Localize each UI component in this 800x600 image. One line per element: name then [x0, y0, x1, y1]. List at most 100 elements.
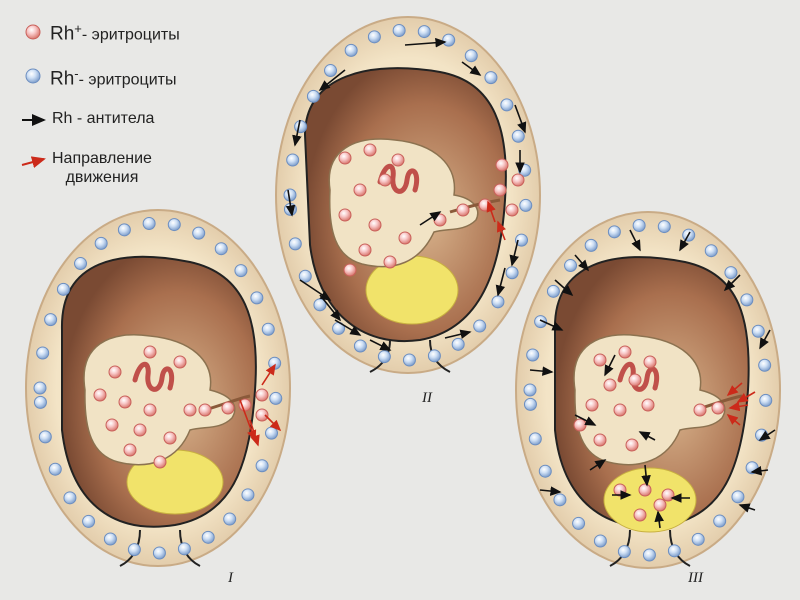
antibody-arrow [539, 486, 562, 496]
rh-positive-cell [593, 353, 607, 367]
rh-positive-cell [143, 403, 157, 417]
stage-label-3: III [688, 570, 703, 586]
rh-negative-cell [223, 512, 237, 526]
legend-direction: Направление движения [52, 149, 152, 187]
rh-negative-cell [201, 530, 215, 544]
rh-negative-cell [117, 223, 131, 237]
rh-negative-cell [534, 315, 548, 329]
antibody-arrow [444, 329, 472, 339]
rh-negative-cell [417, 25, 431, 39]
antibody-arrow [574, 254, 590, 272]
rh-positive-cell [93, 388, 107, 402]
rh-negative-cell [740, 293, 754, 307]
rh-negative-cell [519, 198, 533, 212]
rh-positive-cell [628, 373, 642, 387]
antibody-arrow [750, 466, 769, 476]
rh-positive-cell [183, 403, 197, 417]
movement-arrow [264, 414, 282, 432]
antibody-arrow [419, 211, 442, 226]
rh-negative-cell [268, 356, 282, 370]
antibody-arrow [369, 339, 392, 351]
umbilical-cord [132, 361, 175, 392]
legend-rh-positive-label: - эритроциты [81, 26, 180, 44]
rh-negative-cell [167, 218, 181, 232]
rh-negative-cell [152, 546, 166, 560]
legend-rh-positive-prefix: Rh [50, 23, 75, 45]
rh-negative-cell [617, 545, 631, 559]
movement-arrow [728, 401, 749, 412]
rh-positive-cell [643, 355, 657, 369]
umbilical-cord [377, 163, 420, 194]
legend-antibody-label: Rh - антитела [52, 110, 155, 127]
rh-negative-cell [286, 153, 300, 167]
rh-negative-cell [505, 266, 519, 280]
rh-negative-cell [294, 120, 308, 134]
rh-negative-cell [657, 220, 671, 234]
rh-positive-cell [585, 398, 599, 412]
rh-negative-cell [177, 542, 191, 556]
rh-negative-cell [127, 543, 141, 557]
rh-negative-cell [377, 350, 391, 364]
movement-arrow [486, 200, 496, 223]
rh-positive-cell [108, 365, 122, 379]
rh-negative-cell [367, 30, 381, 44]
stage-label-2: II [422, 390, 432, 406]
legend-icons [21, 24, 46, 168]
rh-positive-cell [456, 203, 470, 217]
movement-arrow [726, 413, 741, 426]
antibody-arrow [641, 464, 651, 487]
rh-negative-cell [758, 358, 772, 372]
antibody-arrow [574, 414, 597, 426]
rh-negative-cell [473, 319, 487, 333]
rh-negative-cell [392, 23, 406, 37]
legend-direction-line2: движения [65, 169, 139, 186]
blood-cells [33, 23, 773, 562]
stage-label-1: I [228, 570, 233, 586]
legend-rh-positive: Rh+- эритроциты [50, 19, 180, 44]
movement-arrow-icon [21, 156, 46, 168]
legend-rh-positive-sign: + [74, 21, 82, 36]
rh-positive-cell [338, 151, 352, 165]
antibody-arrow [299, 279, 332, 301]
rh-negative-cell [751, 324, 765, 338]
rh-negative-cell [36, 346, 50, 360]
rh-positive-cell [433, 213, 447, 227]
rh-positive-cell [693, 403, 707, 417]
rh-negative-cell [491, 295, 505, 309]
rh-negative-cell [642, 548, 656, 562]
rh-positive-cell [221, 401, 235, 415]
legend-rh-negative-label: - эритроциты [78, 71, 177, 89]
rh-positive-cell [573, 418, 587, 432]
antibody-arrow [334, 319, 362, 336]
rh-negative-cell [344, 43, 358, 57]
rh-positive-cell [133, 423, 147, 437]
rh-negative-cell [546, 284, 560, 298]
rh-positive-cell [343, 263, 357, 277]
rh-positive-cell [633, 508, 647, 522]
rh-negative-cell [442, 33, 456, 47]
rh-negative-cell [593, 534, 607, 548]
rh-negative-cell [484, 71, 498, 85]
rh-negative-cell [500, 98, 514, 112]
rh-negative-cell [142, 216, 156, 230]
rh-negative-cell [402, 353, 416, 367]
rh-negative-cell [234, 264, 248, 278]
rh-negative-cell [214, 242, 228, 256]
rh-positive-cell [105, 418, 119, 432]
rh-positive-cell [398, 231, 412, 245]
rh-positive-cell [363, 143, 377, 157]
rh-negative-cell-icon [25, 68, 41, 84]
legend-rh-negative-sign: - [74, 66, 79, 81]
rh-negative-cell [528, 432, 542, 446]
movement-arrow [261, 363, 276, 386]
rh-negative-cell [464, 49, 478, 63]
rh-negative-cell [255, 459, 269, 473]
rh-negative-cell [94, 236, 108, 250]
antibody-arrow [285, 189, 296, 217]
rh-negative-cell [250, 291, 264, 305]
rh-positive-cell [391, 153, 405, 167]
antibody-arrow [461, 61, 482, 76]
rh-negative-cell [38, 430, 52, 444]
rh-negative-cell [523, 383, 537, 397]
